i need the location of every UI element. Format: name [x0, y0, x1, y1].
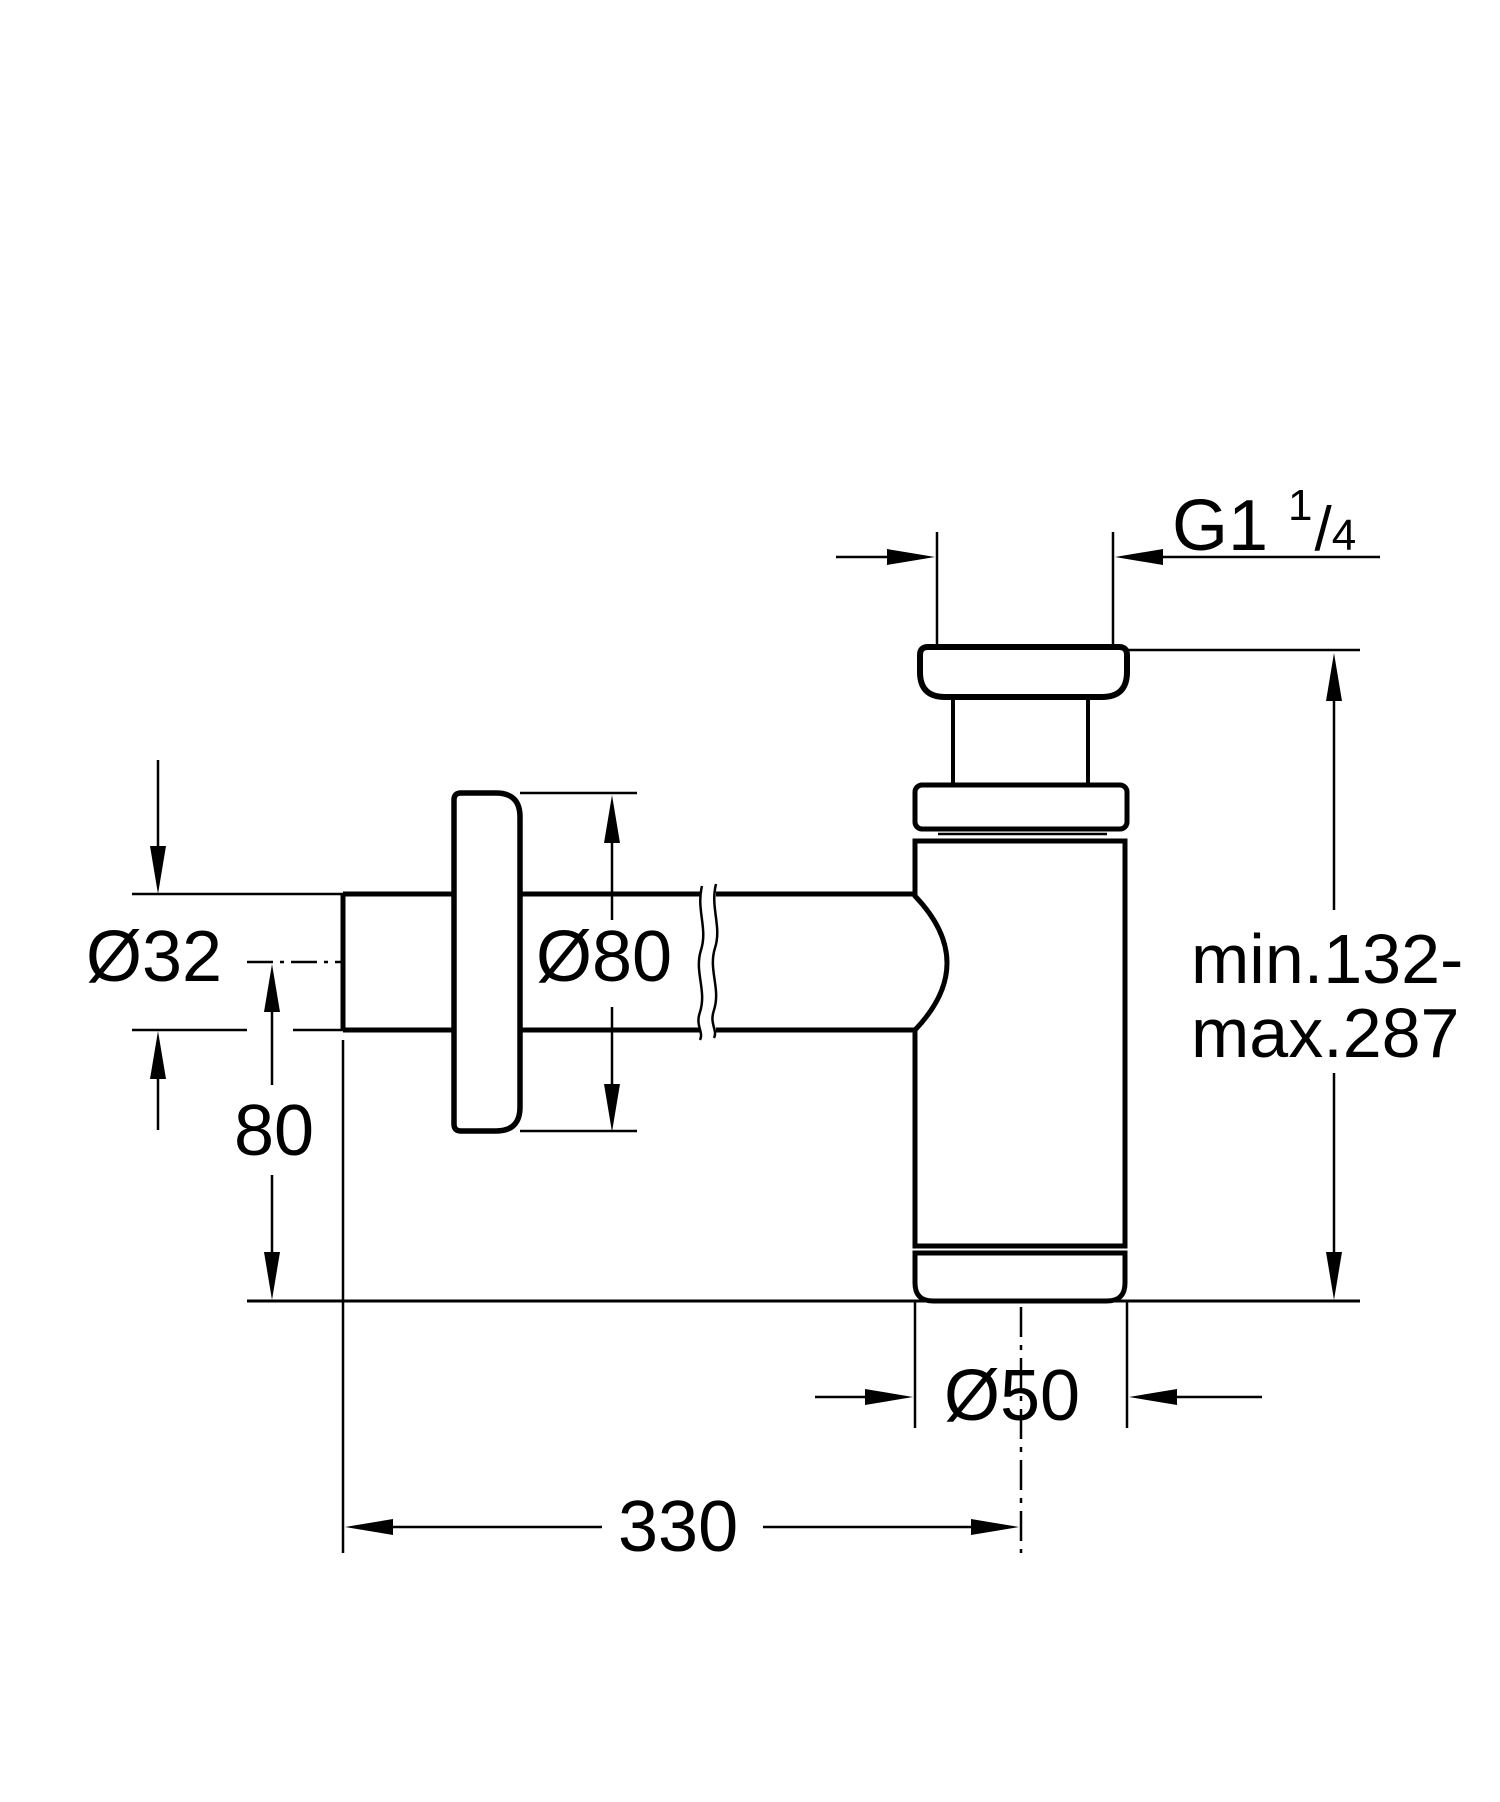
arrowhead-down-icon — [150, 846, 166, 894]
outlet-pipe — [340, 891, 915, 1033]
thread-denominator: 4 — [1331, 511, 1357, 560]
arrowhead-left-icon — [1115, 549, 1163, 565]
height-range-max: max.287 — [1191, 994, 1460, 1072]
total-length-label: 330 — [618, 1487, 739, 1567]
arrowhead-right-icon — [865, 1389, 913, 1405]
thread-numerator: 1 — [1288, 481, 1313, 530]
arrowhead-up-icon — [604, 795, 620, 843]
arrowhead-right-icon — [971, 1519, 1019, 1535]
pipe-diameter-label: Ø32 — [86, 917, 223, 997]
thread-fraction-slash: / — [1314, 495, 1332, 564]
pipe-break-icon — [697, 883, 719, 1041]
dimension-body-d50 — [815, 1302, 1262, 1428]
dimension-height-range — [1127, 648, 1360, 1300]
flange-diameter-label: Ø80 — [536, 917, 673, 997]
arrowhead-left-icon — [1129, 1389, 1177, 1405]
thread-size-label: G1 1/4 — [1172, 470, 1356, 572]
body-diameter-label: Ø50 — [944, 1356, 1081, 1436]
arrowhead-down-icon — [1326, 1252, 1342, 1300]
arrowhead-up-icon — [264, 964, 280, 1012]
center-height-label: 80 — [234, 1091, 315, 1171]
arrowhead-up-icon — [1326, 653, 1342, 701]
bottom-cap — [912, 1250, 1128, 1304]
dimension-center-height-80 — [264, 964, 280, 1300]
union-nut — [912, 782, 1130, 832]
dimension-flange-d80 — [520, 791, 637, 1133]
arrowhead-right-icon — [887, 549, 935, 565]
dimension-pipe-d32 — [132, 760, 343, 1130]
arrowhead-up-icon — [150, 1031, 166, 1079]
arrowhead-down-icon — [264, 1252, 280, 1300]
wall-flange — [451, 790, 523, 1134]
dimension-thread-g114 — [836, 532, 1380, 647]
arrowhead-left-icon — [345, 1519, 393, 1535]
trap-body — [912, 838, 1128, 1249]
height-range-label: min.132- max.287 — [1191, 922, 1463, 1070]
height-range-min: min.132- — [1191, 920, 1464, 998]
thread-prefix: G1 — [1172, 486, 1269, 566]
inlet-neck — [951, 697, 1090, 785]
dimension-length-330 — [341, 1040, 1019, 1553]
arrowhead-down-icon — [604, 1084, 620, 1132]
top-flange — [917, 644, 1130, 700]
